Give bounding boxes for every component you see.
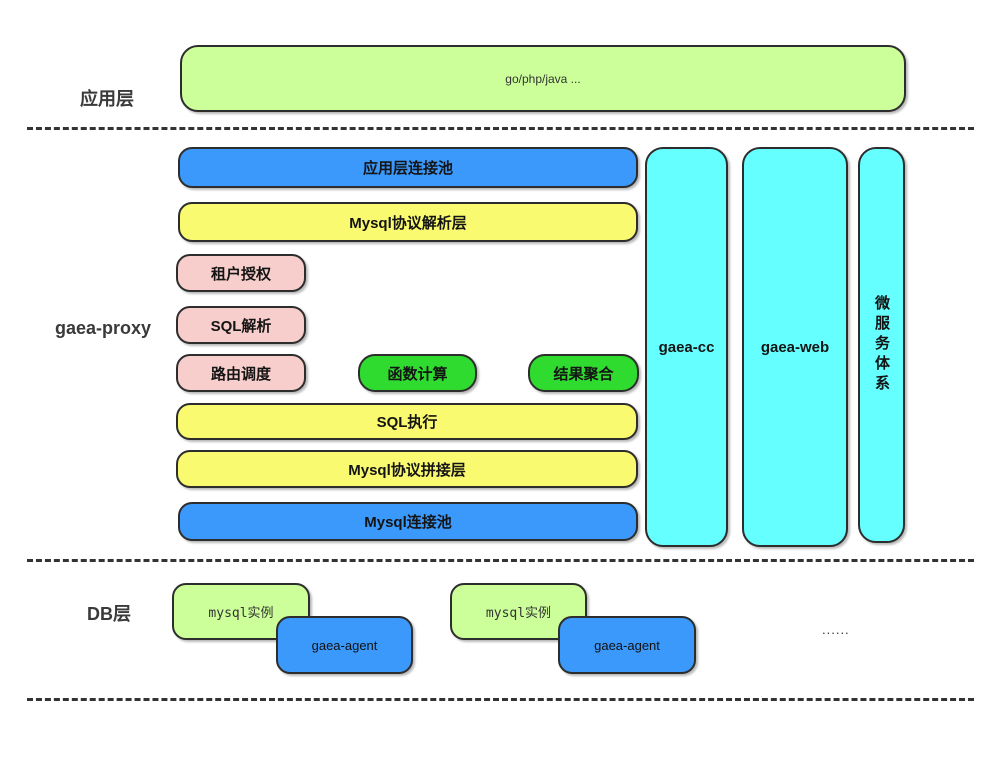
sql-execute-box: SQL执行 <box>176 403 638 440</box>
mysql-instance-label: mysql实例 <box>208 606 274 621</box>
mysql-pool-label: Mysql连接池 <box>364 514 452 531</box>
gaea-cc-label: gaea-cc <box>658 338 715 356</box>
app-layer-box: go/php/java ... <box>180 45 906 112</box>
mysql-protocol-parse-box: Mysql协议解析层 <box>178 202 638 242</box>
proxy-layer-label: gaea-proxy <box>55 318 152 338</box>
mysql-pool-box: Mysql连接池 <box>178 502 638 541</box>
db-more-ellipsis: ...... <box>822 622 850 637</box>
gaea-agent-box: gaea-agent <box>276 616 413 674</box>
func-compute-label: 函数计算 <box>387 365 448 383</box>
mysql-protocol-join-box: Mysql协议拼接层 <box>176 450 638 488</box>
sql-execute-label: SQL执行 <box>376 414 438 431</box>
app-layer-box-label: go/php/java ... <box>505 71 581 86</box>
gaea-agent-box: gaea-agent <box>558 616 696 674</box>
gaea-cc-column: gaea-cc <box>645 147 728 547</box>
mysql-instance-label: mysql实例 <box>485 606 552 621</box>
microservice-system-label: 微服务体系 <box>873 295 890 395</box>
route-dispatch-box: 路由调度 <box>176 354 306 392</box>
gaea-agent-label: gaea-agent <box>311 637 378 653</box>
route-dispatch-label: 路由调度 <box>210 365 271 383</box>
divider-proxy-db <box>27 559 974 562</box>
func-compute-box: 函数计算 <box>358 354 477 392</box>
sql-parse-label: SQL解析 <box>210 317 272 335</box>
app-pool-label: 应用层连接池 <box>362 160 453 177</box>
tenant-auth-box: 租户授权 <box>176 254 306 292</box>
app-pool-box: 应用层连接池 <box>178 147 638 188</box>
result-aggregate-label: 结果聚合 <box>553 365 614 383</box>
sql-parse-box: SQL解析 <box>176 306 306 344</box>
divider-app-proxy <box>27 127 974 130</box>
divider-bottom <box>27 698 974 701</box>
gaea-web-column: gaea-web <box>742 147 848 547</box>
mysql-protocol-join-label: Mysql协议拼接层 <box>348 461 466 479</box>
db-layer-label: DB层 <box>87 604 131 624</box>
gaea-agent-label: gaea-agent <box>594 637 660 653</box>
app-layer-label: 应用层 <box>80 89 134 109</box>
mysql-instance-box: mysql实例 <box>172 583 310 640</box>
tenant-auth-label: 租户授权 <box>210 265 271 283</box>
microservice-system-column: 微服务体系 <box>858 147 905 543</box>
gaea-web-label: gaea-web <box>760 338 830 356</box>
mysql-protocol-parse-label: Mysql协议解析层 <box>349 214 467 232</box>
result-aggregate-box: 结果聚合 <box>528 354 639 392</box>
